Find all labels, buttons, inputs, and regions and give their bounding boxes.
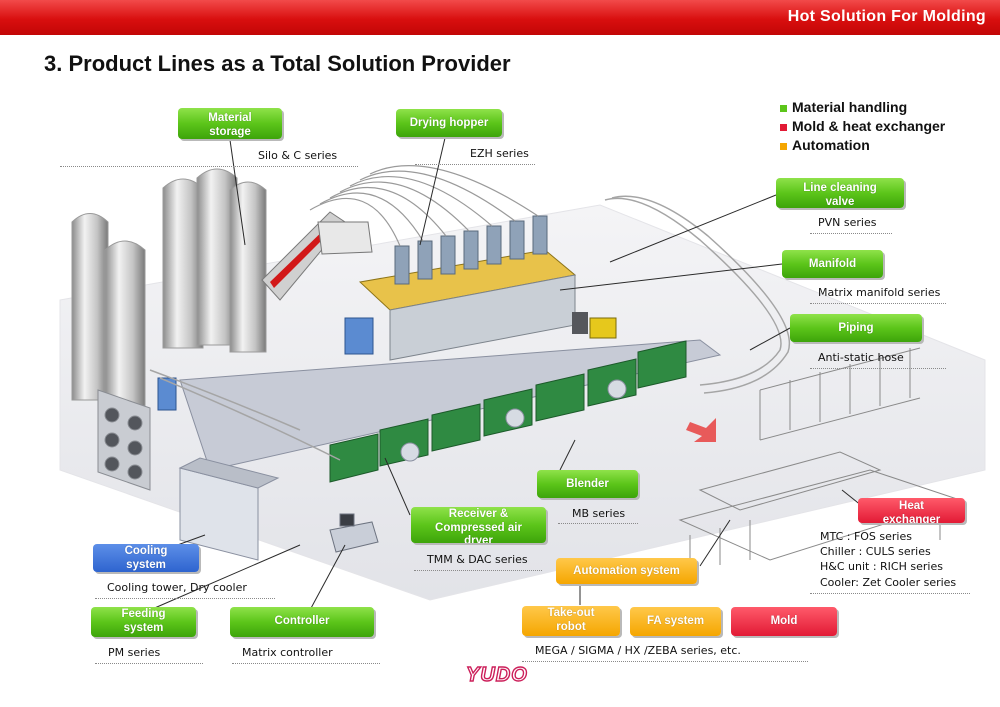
desc-cooling-system: Cooling tower, Dry cooler — [107, 581, 247, 594]
yudo-logo: YUDO — [465, 663, 528, 686]
label-take-out-robot: Take-out robot — [522, 606, 620, 636]
label-heat-exchanger: Heat exchanger — [858, 498, 965, 523]
underline — [60, 166, 358, 167]
underline — [95, 663, 203, 664]
header-bar: Hot Solution For Molding — [0, 0, 1000, 35]
label-line: valve — [825, 196, 855, 208]
underline — [810, 368, 946, 369]
desc-feeding-system: PM series — [108, 646, 161, 659]
cooling-tower-unit — [97, 389, 151, 491]
label-line: storage — [209, 126, 251, 138]
legend-swatch-red — [780, 124, 787, 131]
label-piping: Piping — [790, 314, 922, 342]
label-line: Controller — [274, 615, 330, 627]
legend-swatch-orange — [780, 143, 787, 150]
label-blender: Blender — [537, 470, 638, 498]
injection-molding-line — [179, 339, 722, 483]
tanker-truck — [261, 211, 373, 301]
underline — [232, 663, 380, 664]
desc-heat-exchanger-mtc: MTC : FOS series — [820, 530, 912, 543]
legend-swatch-green — [780, 105, 787, 112]
legend-label: Material handling — [792, 99, 908, 115]
desc-controller: Matrix controller — [242, 646, 333, 659]
label-line: Drying hopper — [409, 117, 489, 129]
desc-heat-exchanger-chiller: Chiller : CULS series — [820, 545, 931, 558]
underline — [95, 598, 275, 599]
control-desk — [329, 513, 379, 553]
underline — [558, 523, 638, 524]
legend-label: Automation — [792, 137, 870, 153]
drying-hopper-station — [309, 164, 577, 361]
label-line: Heat — [899, 500, 924, 512]
cooling-cabinets — [178, 457, 280, 561]
label-material-storage: Material storage — [178, 108, 282, 139]
label-controller: Controller — [230, 607, 374, 637]
label-line: Material — [208, 112, 252, 124]
desc-material-storage: Silo & C series — [258, 149, 338, 162]
desc-manifold: Matrix manifold series — [818, 286, 941, 299]
label-line: Take-out — [547, 607, 595, 619]
label-line-cleaning-valve: Line cleaning valve — [776, 178, 904, 208]
forklift — [572, 312, 617, 339]
underline — [415, 164, 535, 165]
underline — [810, 303, 946, 304]
label-line: Compressed air — [435, 521, 522, 534]
direction-arrow — [686, 418, 716, 442]
label-drying-hopper: Drying hopper — [396, 109, 502, 137]
legend-label: Mold & heat exchanger — [792, 118, 946, 134]
label-line: dryer — [464, 535, 493, 543]
label-line: system — [126, 559, 166, 571]
label-manifold: Manifold — [782, 250, 883, 278]
label-automation-system: Automation system — [556, 558, 697, 584]
label-line: system — [123, 622, 164, 634]
label-line: Automation system — [573, 565, 680, 577]
silo-group — [71, 168, 267, 416]
label-line: Blender — [566, 478, 609, 490]
label-line: Receiver & — [448, 508, 509, 520]
label-line: Feeding — [121, 608, 166, 620]
page-title: 3. Product Lines as a Total Solution Pro… — [44, 51, 511, 76]
label-line: Mold — [770, 615, 798, 627]
underline — [414, 570, 542, 571]
label-line: Cooling — [124, 545, 168, 557]
desc-receiver: TMM & DAC series — [427, 553, 528, 566]
label-mold: Mold — [731, 607, 837, 636]
underline — [810, 593, 970, 594]
label-fa-system: FA system — [630, 607, 721, 636]
header-title: Hot Solution For Molding — [787, 8, 986, 25]
desc-heat-exchanger-hc-unit: H&C unit : RICH series — [820, 560, 943, 573]
underline — [810, 233, 892, 234]
label-line: Line cleaning — [803, 182, 877, 194]
label-line: exchanger — [882, 514, 941, 523]
desc-blender: MB series — [572, 507, 626, 520]
label-feeding-system: Feeding system — [91, 607, 196, 637]
label-line: robot — [556, 621, 586, 633]
desc-piping: Anti-static hose — [818, 351, 904, 364]
desc-heat-exchanger-cooler: Cooler: Zet Cooler series — [820, 576, 957, 589]
desc-drying-hopper: EZH series — [470, 147, 529, 160]
piping-network — [149, 195, 790, 461]
label-line: FA system — [646, 615, 705, 627]
leader-lines — [149, 137, 863, 611]
desc-line-cleaning-valve: PVN series — [818, 216, 877, 229]
label-line: Manifold — [808, 258, 857, 270]
label-cooling-system: Cooling system — [93, 544, 199, 572]
underline — [522, 661, 808, 662]
desc-automation: MEGA / SIGMA / HX /ZEBA series, etc. — [535, 644, 741, 657]
label-line: Piping — [838, 322, 874, 334]
